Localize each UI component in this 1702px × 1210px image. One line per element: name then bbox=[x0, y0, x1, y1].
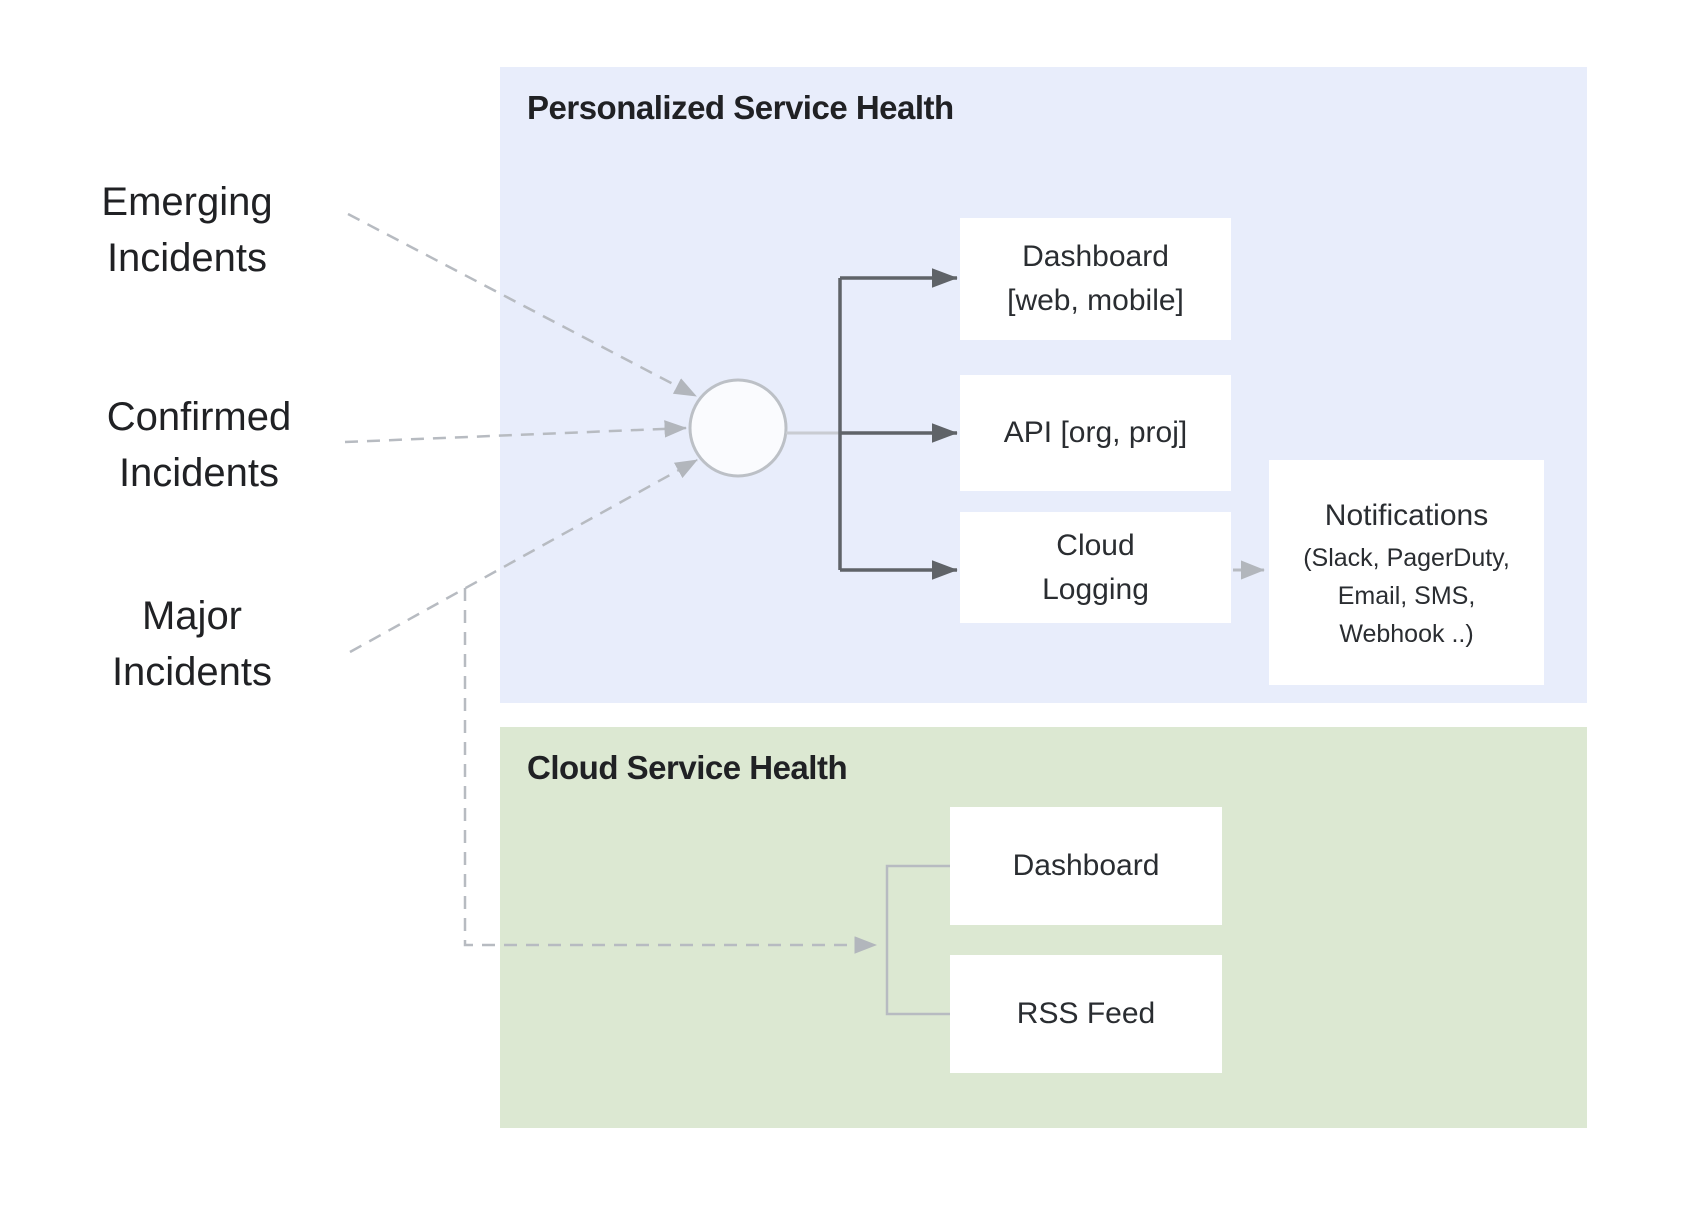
source-label-emerging-incidents: Emerging Incidents bbox=[27, 174, 347, 286]
notifications-sub-line: Email, SMS, bbox=[1337, 581, 1476, 610]
cloud-dashboard-node: Dashboard bbox=[950, 807, 1222, 925]
source-label-confirmed-incidents: Confirmed Incidents bbox=[39, 389, 359, 501]
notifications-title: Notifications bbox=[1324, 498, 1489, 532]
api-node: API [org, proj] bbox=[960, 375, 1231, 491]
cloud-logging-node: Cloud Logging bbox=[960, 512, 1231, 623]
node-label-line: Dashboard bbox=[1012, 849, 1160, 882]
personalized-panel-title: Personalized Service Health bbox=[527, 89, 954, 126]
node-label-line: API [org, proj] bbox=[1003, 416, 1188, 449]
node-label-line: Logging bbox=[1042, 572, 1149, 606]
source-label-line: Incidents bbox=[118, 451, 280, 495]
node-label-line: [web, mobile] bbox=[1007, 284, 1184, 317]
dashboard-web-mobile-node: Dashboard [web, mobile] bbox=[960, 218, 1231, 340]
source-label-line: Major bbox=[141, 594, 243, 638]
source-label-major-incidents: Major Incidents bbox=[32, 588, 352, 700]
notifications-sub-line: Webhook ..) bbox=[1339, 619, 1474, 648]
source-label-line: Emerging bbox=[101, 180, 273, 224]
source-label-line: Incidents bbox=[111, 650, 273, 694]
notifications-sub-line: (Slack, PagerDuty, bbox=[1303, 543, 1510, 572]
rss-feed-node: RSS Feed bbox=[950, 955, 1222, 1073]
notifications-node: Notifications (Slack, PagerDuty, Email, … bbox=[1269, 460, 1544, 685]
source-label-line: Incidents bbox=[106, 236, 268, 280]
node-label-line: Cloud bbox=[1056, 528, 1135, 562]
node-label-line: RSS Feed bbox=[1016, 997, 1156, 1030]
source-label-line: Confirmed bbox=[106, 395, 292, 439]
node-label-line: Dashboard bbox=[1022, 240, 1169, 273]
cloud-panel-title: Cloud Service Health bbox=[527, 749, 848, 786]
